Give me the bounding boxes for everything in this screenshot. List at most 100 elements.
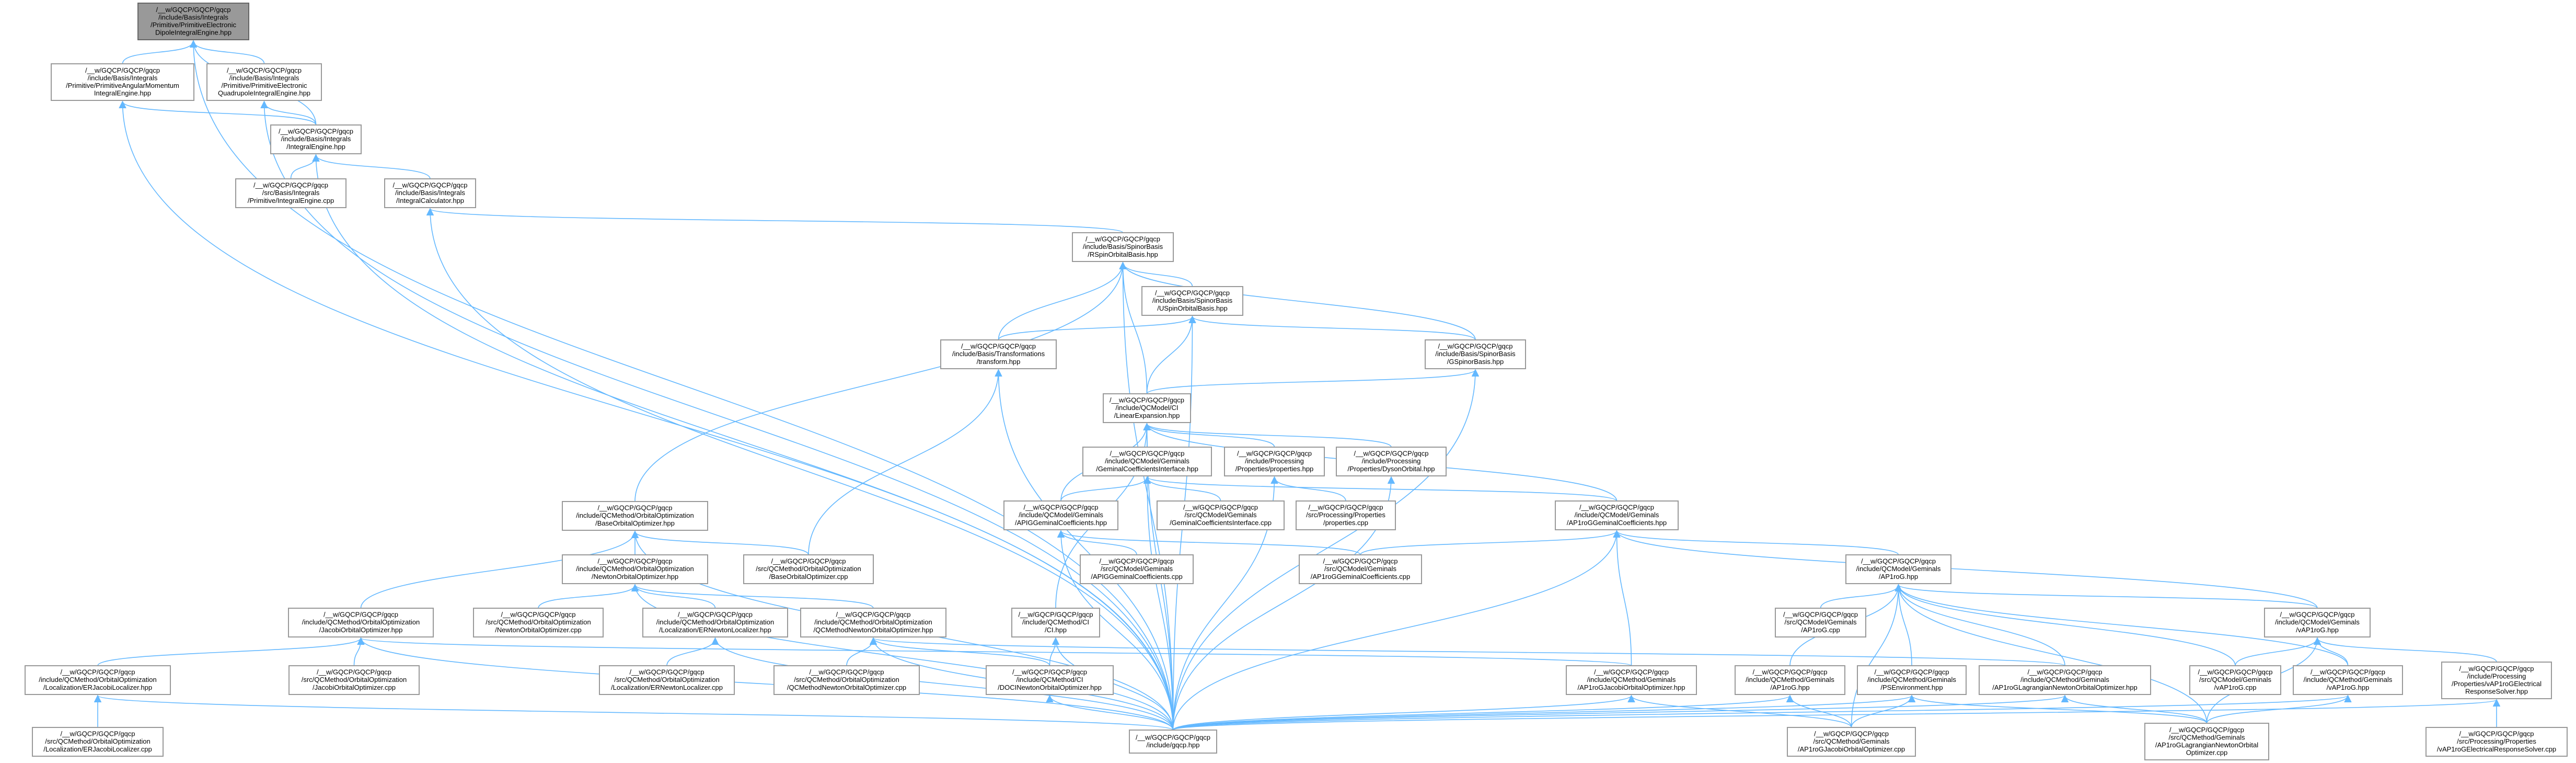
file-node[interactable]: /__w/GQCP/GQCP/gqcp/include/QCMethod/CI/… (1011, 608, 1100, 637)
file-node[interactable]: /__w/GQCP/GQCP/gqcp/include/QCMethod/CI/… (986, 665, 1114, 695)
file-node[interactable]: /__w/GQCP/GQCP/gqcp/src/QCModel/Geminals… (1299, 554, 1422, 584)
node-label-line: /NewtonOrbitalOptimizer.hpp (592, 573, 678, 580)
file-node[interactable]: /__w/GQCP/GQCP/gqcp/include/Basis/Spinor… (1141, 286, 1243, 316)
file-node[interactable]: /__w/GQCP/GQCP/gqcp/include/Processing/P… (1224, 447, 1325, 476)
node-label-line: /include/QCMethod/CI (1022, 618, 1089, 626)
file-node[interactable]: /__w/GQCP/GQCP/gqcp/include/Processing/P… (1336, 447, 1447, 476)
file-node[interactable]: /__w/GQCP/GQCP/gqcp/include/QCModel/Gemi… (1845, 554, 1951, 584)
node-label-line: /Primitive/IntegralEngine.cpp (248, 197, 334, 204)
file-node[interactable]: /__w/GQCP/GQCP/gqcp/src/QCModel/Geminals… (1157, 500, 1285, 530)
include-edge (808, 369, 1002, 555)
node-label-line: /src/QCMethod/OrbitalOptimization (45, 737, 151, 745)
file-node[interactable]: /__w/GQCP/GQCP/gqcp/include/QCMethod/Gem… (1979, 665, 2151, 695)
node-label-line: /src/Basis/Integrals (262, 189, 320, 197)
file-node[interactable]: /__w/GQCP/GQCP/gqcp/include/QCMethod/Orb… (288, 608, 434, 637)
file-node[interactable]: /__w/GQCP/GQCP/gqcp/include/gqcp.hpp (1129, 730, 1217, 754)
node-box (206, 63, 322, 101)
node-label-line: /Properties/properties.hpp (1235, 465, 1314, 473)
node-label-line: /JacobiOrbitalOptimizer.cpp (313, 684, 396, 691)
file-node[interactable]: /__w/GQCP/GQCP/gqcp/include/QCMethod/Orb… (800, 608, 946, 637)
file-node[interactable]: /__w/GQCP/GQCP/gqcp/include/QCModel/Gemi… (1555, 500, 1679, 530)
node-box (270, 124, 362, 154)
node-label-line: /__w/GQCP/GQCP/gqcp (1237, 450, 1312, 458)
include-edge (846, 637, 877, 666)
file-node[interactable]: /__w/GQCP/GQCP/gqcp/src/Processing/Prope… (1296, 500, 1396, 530)
node-label-line: /Localization/ERJacobiLocalizer.hpp (43, 684, 152, 691)
node-label-line: /__w/GQCP/GQCP/gqcp (1814, 730, 1889, 738)
include-edge (312, 154, 1174, 731)
file-node[interactable]: /__w/GQCP/GQCP/gqcp/include/QCMethod/Gem… (2293, 665, 2403, 695)
file-node[interactable]: /__w/GQCP/GQCP/gqcp/include/QCModel/CI/L… (1103, 393, 1191, 423)
file-node[interactable]: /__w/GQCP/GQCP/gqcp/include/Processing/P… (2441, 662, 2552, 699)
file-node[interactable]: /__w/GQCP/GQCP/gqcp/include/Basis/Transf… (940, 339, 1057, 369)
file-node[interactable]: /__w/GQCP/GQCP/gqcp/include/QCMethod/Orb… (642, 608, 788, 637)
file-node[interactable]: /__w/GQCP/GQCP/gqcp/include/Basis/Integr… (384, 178, 476, 208)
node-label-line: QuadrupoleIntegralEngine.hpp (218, 89, 310, 97)
node-label-line: /QCMethodNewtonOrbitalOptimizer.hpp (813, 626, 933, 634)
file-node[interactable]: /__w/GQCP/GQCP/gqcp/include/Basis/Spinor… (1425, 339, 1526, 369)
file-node[interactable]: /__w/GQCP/GQCP/gqcp/src/QCMethod/Orbital… (473, 608, 604, 637)
node-label-line: /include/QCMethod/OrbitalOptimization (302, 618, 420, 626)
file-node[interactable]: /__w/GQCP/GQCP/gqcp/src/QCModel/Geminals… (1775, 608, 1866, 637)
node-label-line: /__w/GQCP/GQCP/gqcp (1155, 289, 1230, 297)
node-box (1072, 232, 1174, 262)
node-label-line: /src/QCMethod/OrbitalOptimization (302, 676, 407, 684)
node-label-line: /RSpinOrbitalBasis.hpp (1088, 250, 1158, 258)
file-node[interactable]: /__w/GQCP/GQCP/gqcp/include/Basis/Spinor… (1072, 232, 1174, 262)
node-label-line: /Properties/vAP1roGElectrical (2452, 680, 2542, 688)
node-label-line: /__w/GQCP/GQCP/gqcp (597, 557, 672, 565)
node-label-line: /AP1roG.cpp (1801, 626, 1840, 634)
file-node[interactable]: /__w/GQCP/GQCP/gqcp/include/QCModel/Gemi… (1082, 447, 1212, 476)
node-label-line: /__w/GQCP/GQCP/gqcp (317, 668, 391, 676)
file-node[interactable]: /__w/GQCP/GQCP/gqcp/include/QCMethod/Gem… (1566, 665, 1697, 695)
root-file-node[interactable]: /__w/GQCP/GQCP/gqcp/include/Basis/Integr… (137, 3, 249, 40)
node-label-line: /__w/GQCP/GQCP/gqcp (1861, 557, 1936, 565)
include-edge (119, 100, 317, 126)
node-label-line: /__w/GQCP/GQCP/gqcp (1579, 504, 1654, 511)
file-node[interactable]: /__w/GQCP/GQCP/gqcp/include/QCMethod/Orb… (562, 554, 708, 584)
file-node[interactable]: /__w/GQCP/GQCP/gqcp/src/QCMethod/Orbital… (288, 665, 420, 695)
node-label-line: /transform.hpp (977, 358, 1021, 366)
file-node[interactable]: /__w/GQCP/GQCP/gqcp/include/QCMethod/Gem… (1857, 665, 1967, 695)
node-label-line: /__w/GQCP/GQCP/gqcp (1136, 733, 1210, 741)
include-edge (1143, 423, 1392, 448)
node-label-line: /include/QCModel/Geminals (2275, 618, 2360, 626)
node-label-line: /src/QCMethod/Geminals (1813, 737, 1890, 745)
file-node[interactable]: /__w/GQCP/GQCP/gqcp/src/QCMethod/Orbital… (773, 665, 920, 695)
node-label-line: /__w/GQCP/GQCP/gqcp (324, 611, 398, 619)
node-box (800, 608, 946, 637)
file-node[interactable]: /__w/GQCP/GQCP/gqcp/src/QCMethod/Orbital… (32, 727, 164, 757)
node-label-line: /LinearExpansion.hpp (1114, 412, 1180, 419)
file-node[interactable]: /__w/GQCP/GQCP/gqcp/include/Basis/Integr… (206, 63, 322, 101)
node-label-line: /src/QCModel/Geminals (1785, 618, 1857, 626)
file-node[interactable]: /__w/GQCP/GQCP/gqcp/src/QCMethod/Orbital… (599, 665, 735, 695)
node-label-line: /include/QCMethod/OrbitalOptimization (814, 618, 932, 626)
file-node[interactable]: /__w/GQCP/GQCP/gqcp/include/QCModel/Gemi… (2264, 608, 2371, 637)
file-node[interactable]: /__w/GQCP/GQCP/gqcp/src/QCModel/Geminals… (1080, 554, 1194, 584)
file-node[interactable]: /__w/GQCP/GQCP/gqcp/include/Basis/Integr… (51, 63, 194, 101)
file-node[interactable]: /__w/GQCP/GQCP/gqcp/include/QCMethod/Orb… (25, 665, 171, 695)
file-node[interactable]: /__w/GQCP/GQCP/gqcp/src/Basis/Integrals/… (235, 178, 346, 208)
file-node[interactable]: /__w/GQCP/GQCP/gqcp/src/QCMethod/Orbital… (743, 554, 874, 584)
node-box (1299, 554, 1422, 584)
node-label-line: /__w/GQCP/GQCP/gqcp (60, 730, 135, 738)
file-node[interactable]: /__w/GQCP/GQCP/gqcp/src/QCModel/Geminals… (2189, 665, 2281, 695)
include-edge (1172, 694, 1915, 731)
include-edge (1172, 369, 1480, 731)
file-node[interactable]: /__w/GQCP/GQCP/gqcp/src/QCMethod/Geminal… (1787, 727, 1916, 757)
file-node[interactable]: /__w/GQCP/GQCP/gqcp/include/QCMethod/Orb… (562, 501, 708, 531)
node-label-line: /NewtonOrbitalOptimizer.cpp (495, 626, 581, 634)
file-node[interactable]: /__w/GQCP/GQCP/gqcp/src/QCMethod/Geminal… (2144, 723, 2269, 760)
include-edge (1908, 694, 2208, 724)
include-edge (353, 637, 365, 666)
file-node[interactable]: /__w/GQCP/GQCP/gqcp/include/Basis/Integr… (270, 124, 362, 154)
file-node[interactable]: /__w/GQCP/GQCP/gqcp/include/QCModel/Gemi… (1003, 500, 1118, 530)
include-edge (711, 637, 1174, 731)
node-box (2144, 723, 2269, 760)
file-node[interactable]: /__w/GQCP/GQCP/gqcp/include/QCMethod/Gem… (1735, 665, 1845, 695)
include-edge (1060, 476, 1151, 502)
node-box (1857, 665, 1967, 695)
file-node[interactable]: /__w/GQCP/GQCP/gqcp/src/Processing/Prope… (2425, 727, 2568, 757)
edge-layer (94, 40, 2501, 731)
